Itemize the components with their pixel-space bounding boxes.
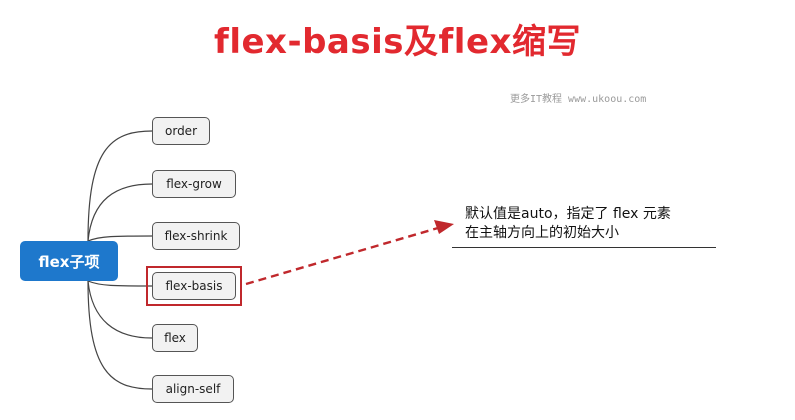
node-flex-basis[interactable]: flex-basis	[152, 272, 236, 300]
watermark: 更多IT教程 www.ukoou.com	[510, 94, 647, 105]
node-flex[interactable]: flex	[152, 324, 198, 352]
note-underline	[452, 247, 716, 248]
node-flex-grow[interactable]: flex-grow	[152, 170, 236, 198]
highlight-box	[146, 266, 242, 306]
node-order[interactable]: order	[152, 117, 210, 145]
node-align-self[interactable]: align-self	[152, 375, 234, 403]
root-node[interactable]: flex子项	[20, 241, 118, 281]
note-text: 默认值是auto，指定了 flex 元素 在主轴方向上的初始大小	[465, 205, 671, 243]
connector-order	[87, 130, 153, 242]
connector-flex-basis	[87, 280, 153, 287]
node-flex-shrink[interactable]: flex-shrink	[152, 222, 240, 250]
dashed-arrow	[245, 220, 454, 286]
connector-flex-grow	[87, 183, 153, 242]
note-line-1: 默认值是auto，指定了 flex 元素	[465, 206, 671, 222]
note-line-2: 在主轴方向上的初始大小	[465, 225, 619, 241]
connector-align-self	[87, 280, 153, 390]
connector-flex-shrink	[87, 235, 153, 242]
page-title: flex-basis及flex缩写	[214, 22, 581, 62]
connector-flex	[87, 280, 153, 339]
